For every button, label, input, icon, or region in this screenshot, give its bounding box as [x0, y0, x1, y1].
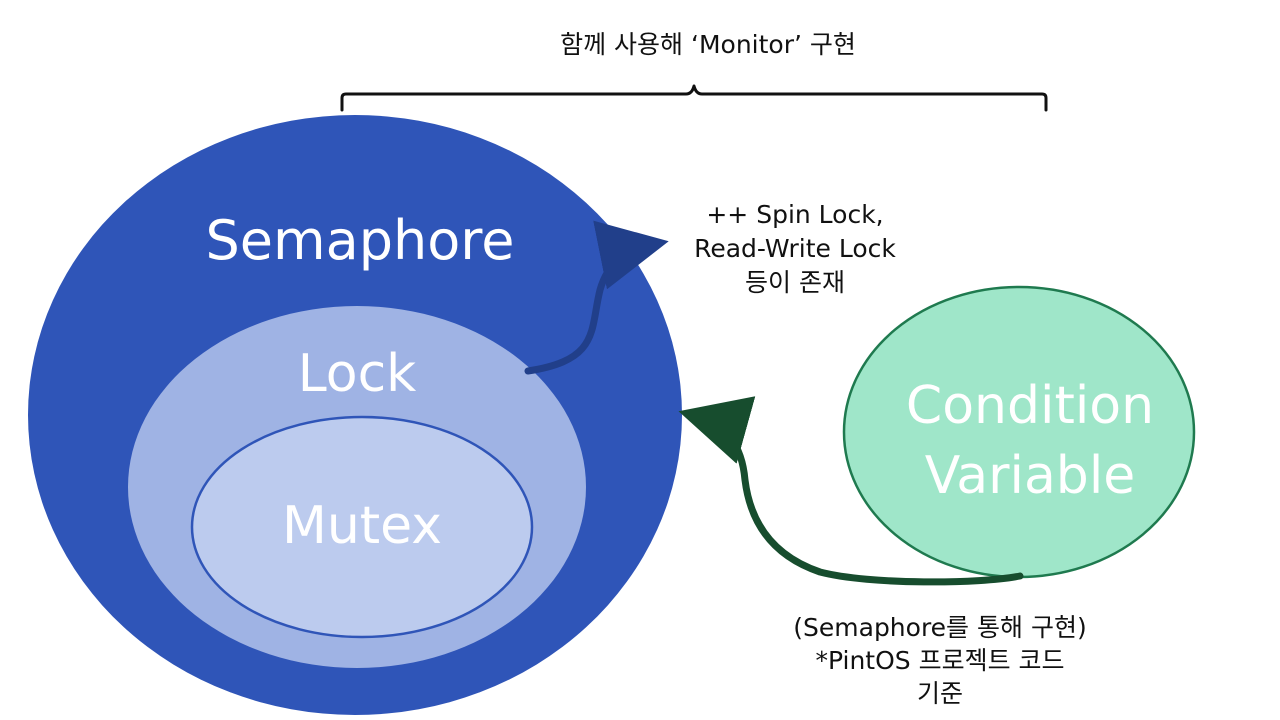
condition-semaphore-arrow	[678, 396, 1024, 586]
condition-note-line-1: (Semaphore를 통해 구현)	[793, 613, 1086, 642]
monitor-brace	[340, 84, 1048, 112]
condition-label-line-1: Condition	[906, 376, 1154, 436]
condition-note-line-3: 기준	[917, 679, 963, 708]
lock-note-arrow	[524, 220, 669, 375]
condition-label-line-2: Variable	[925, 446, 1136, 506]
mutex-ellipse	[190, 415, 534, 639]
lock-note-line-2: Read-Write Lock	[694, 234, 896, 263]
lock-note-line-1: ++ Spin Lock,	[706, 200, 883, 229]
semaphore-label: Semaphore	[206, 209, 515, 272]
monitor-caption: 함께 사용해 ‘Monitor’ 구현	[560, 30, 856, 59]
lock-note-line-3: 등이 존재	[745, 268, 845, 297]
mutex-label: Mutex	[282, 496, 442, 556]
condition-note-line-2: *PintOS 프로젝트 코드	[815, 646, 1064, 675]
lock-label: Lock	[298, 344, 417, 404]
